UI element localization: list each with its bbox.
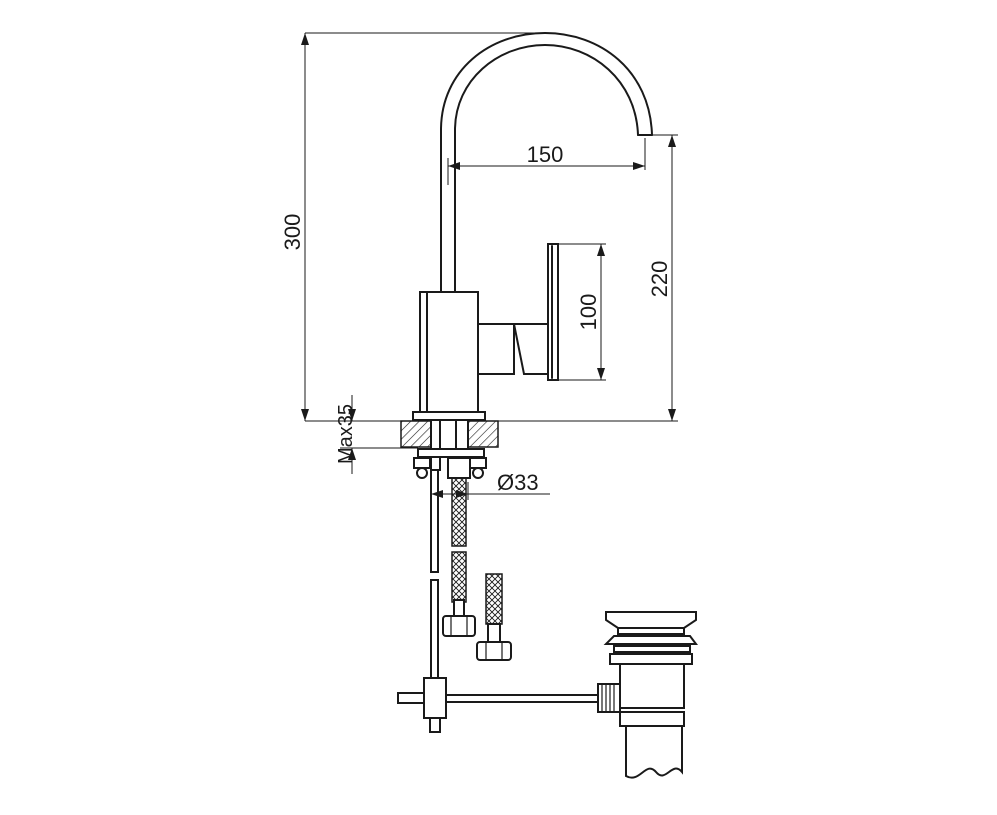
dimension-spout-height: 220 (485, 134, 678, 422)
dimension-label-300: 300 (280, 214, 305, 251)
dimension-label-d33: Ø33 (497, 470, 539, 495)
dimension-label-220: 220 (647, 261, 672, 298)
popup-linkage (397, 677, 599, 733)
dimension-handle-height: 100 (558, 243, 606, 381)
lever-handle (477, 243, 559, 381)
popup-waste (597, 611, 698, 779)
dimension-label-max35: Max35 (335, 404, 357, 464)
dimension-hole-diameter: Ø33 (430, 470, 550, 500)
faucet-body (412, 291, 486, 421)
dimension-spout-reach: 150 (447, 138, 646, 185)
dimension-label-100: 100 (576, 294, 601, 331)
dimension-counter-thickness: Max35 (335, 395, 418, 474)
dimension-label-150: 150 (527, 142, 564, 167)
mounting-nut (413, 448, 487, 479)
supply-hoses (430, 469, 512, 679)
